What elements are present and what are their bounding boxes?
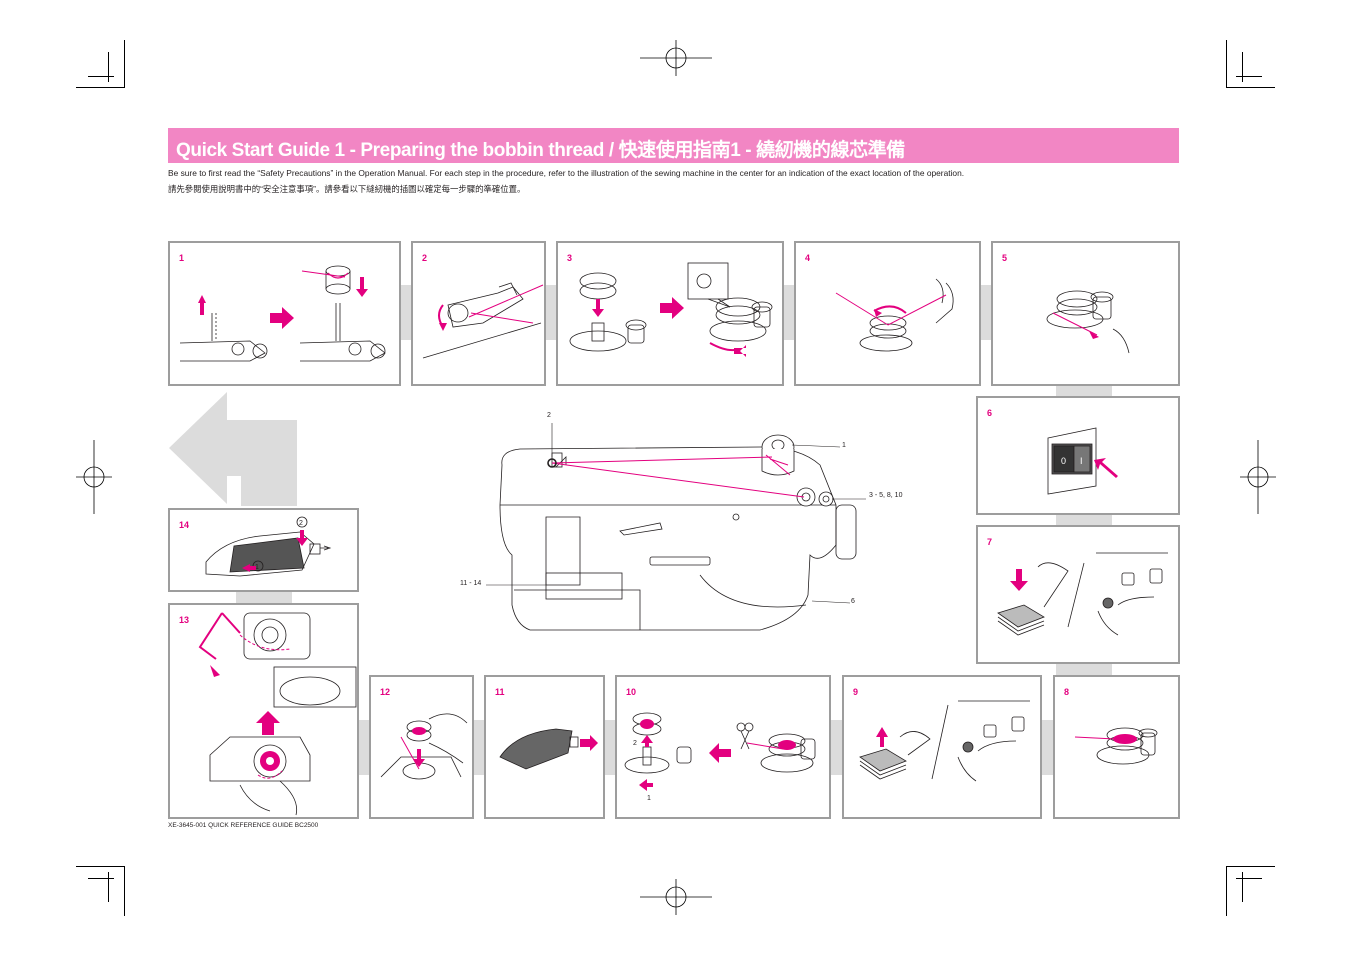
step-12-panel: 12 [369,675,474,819]
document-footer: XE-3645-001 QUICK REFERENCE GUIDE BC2500 [168,822,319,829]
foot-controller-illustration [997,552,1168,636]
svg-text:0: 0 [1061,456,1066,466]
flow-connector [981,285,991,340]
flow-connector [401,285,411,340]
step-number: 14 [179,520,190,530]
step-10-label-2: 2 [633,740,637,747]
step-3-panel: 3 [556,241,784,386]
svg-text:1: 1 [255,564,259,571]
step-number: 13 [179,615,190,625]
flow-connector [546,285,556,340]
step-number: 10 [626,687,637,697]
svg-text:I: I [1080,456,1083,466]
step-13-panel: 13 [168,603,359,819]
step-8-panel: 8 [1053,675,1180,819]
callout-11-14: 11 - 14 [460,580,482,587]
page-title: Quick Start Guide 1 - Preparing the bobb… [176,140,905,161]
step-4-panel: 4 [794,241,981,386]
step-number: 5 [1002,253,1008,263]
step-number: 8 [1064,687,1070,697]
step-10-panel: 10 2 1 [615,675,831,819]
intro-english: Be sure to first read the “Safety Precau… [168,168,965,178]
sewing-machine-diagram [486,423,866,631]
intro-chinese: 請先參閱使用說明書中的“安全注意事項”。請參看以下縫紉機的插圖以確定每一步驟的準… [168,184,526,194]
callout-6: 6 [851,598,855,605]
flow-connector [1056,515,1112,525]
step-number: 3 [567,253,573,263]
step-number: 6 [987,408,993,418]
step-2-panel: 2 [411,241,546,386]
flow-connector [1056,664,1112,675]
step-1-panel: 1 [168,241,401,386]
thread-wind-illustration [835,278,954,352]
step-number: 9 [853,687,859,697]
flow-connector [1042,720,1053,775]
flow-connector [831,720,842,775]
remove-bobbin-illustration [624,712,816,791]
step-number: 4 [805,253,811,263]
flow-connector [359,720,369,775]
bobbin-case-illustration [198,612,357,816]
bobbin-insert-illustration [380,713,468,780]
flatbed-attach-illustration: 2 1 [205,516,332,577]
callout-3-5-8-10: 3 - 5, 8, 10 [869,492,903,499]
step-11-panel: 11 [484,675,605,819]
thread-guide-illustration [422,282,544,359]
callout-1: 1 [842,442,846,449]
flow-connector [604,720,615,775]
callout-2: 2 [547,412,551,419]
flow-connector [1056,386,1112,396]
step-9-panel: 9 [842,675,1042,819]
power-switch-illustration: 0 I [1047,427,1118,495]
step-7-panel: 7 [976,525,1180,664]
flow-connector [474,720,484,775]
step-10-label-1: 1 [647,795,651,802]
bobbin-winder-illustration [1046,290,1130,354]
step-number: 7 [987,537,993,547]
svg-text:2: 2 [299,520,303,527]
step-number: 11 [495,687,505,697]
step-number: 12 [380,687,391,697]
step-number: 2 [422,253,428,263]
foot-release-illustration [859,700,1030,782]
flatbed-remove-illustration [499,728,598,770]
return-arrow-icon [169,392,297,506]
title-banner: Quick Start Guide 1 - Preparing the bobb… [168,128,1179,163]
spool-pin-illustration [179,265,386,362]
flow-connector [784,285,794,340]
bobbin-placement-illustration [569,262,773,357]
step-number: 1 [179,253,185,263]
step-14-panel: 14 2 1 [168,508,359,592]
flow-connector [236,592,292,603]
step-6-panel: 6 0 I [976,396,1180,515]
winding-complete-illustration [1074,727,1158,765]
step-5-panel: 5 [991,241,1180,386]
